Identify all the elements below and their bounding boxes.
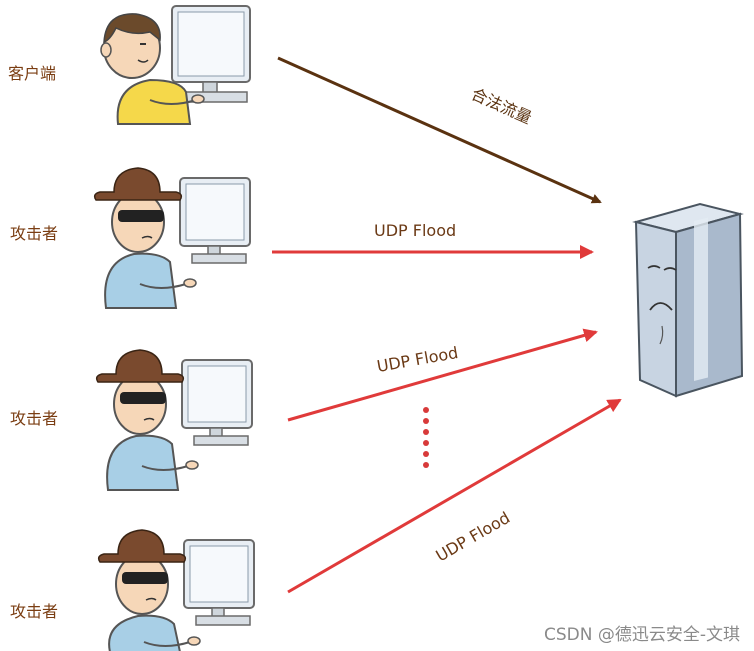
client-label: 客户端 — [8, 64, 57, 83]
attacker-label-1: 攻击者 — [10, 224, 59, 243]
udp-flood-label-3: UDP Flood — [433, 508, 514, 566]
udp-flood-arrow-2 — [287, 328, 598, 422]
sad-server-icon — [632, 202, 744, 398]
legit-traffic-label: 合法流量 — [468, 84, 534, 127]
client-user-at-computer-icon — [100, 5, 251, 125]
udp-flood-label-1: UDP Flood — [374, 221, 456, 240]
attacker-label-2: 攻击者 — [10, 409, 59, 428]
legit-traffic-arrow — [277, 56, 602, 204]
hooded-attacker-at-computer-icon — [97, 529, 255, 651]
attacker-label-3: 攻击者 — [10, 602, 59, 621]
hooded-attacker-at-computer-icon — [93, 167, 251, 309]
watermark: CSDN @德迅云安全-文琪 — [543, 625, 740, 645]
vertical-dots-icon — [423, 407, 429, 468]
hooded-attacker-at-computer-icon — [95, 349, 253, 491]
udp-flood-label-2: UDP Flood — [375, 343, 459, 376]
udp-flood-arrow-3 — [287, 398, 622, 594]
